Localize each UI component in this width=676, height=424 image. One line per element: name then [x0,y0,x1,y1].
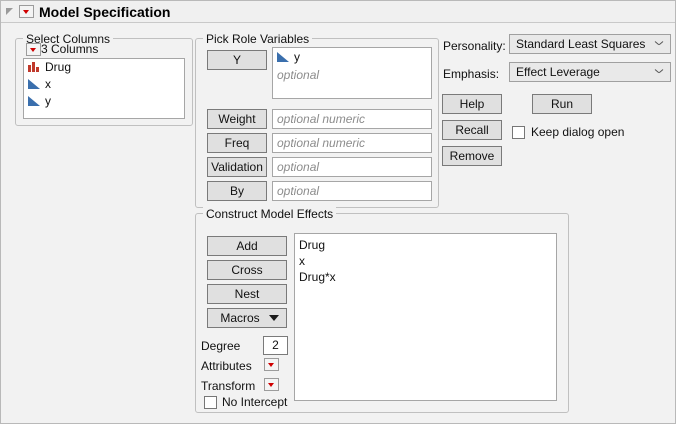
title-bar: Model Specification [1,1,675,23]
attributes-label: Attributes [201,359,252,373]
list-item[interactable]: Drug [24,59,184,76]
degree-input[interactable]: 2 [263,336,288,355]
weight-role-dropzone[interactable]: optional numeric [272,109,432,129]
remove-button[interactable]: Remove [442,146,502,166]
macros-button[interactable]: Macros [207,308,287,328]
validation-role-button[interactable]: Validation [207,157,267,177]
by-role-placeholder: optional [277,184,320,198]
freq-role-button[interactable]: Freq [207,133,267,153]
disclosure-triangle-icon[interactable] [4,6,16,18]
y-role-dropzone[interactable]: y optional [272,47,432,99]
recall-button[interactable]: Recall [442,120,502,140]
run-button[interactable]: Run [532,94,592,114]
continuous-triangle-icon [277,51,290,62]
keep-dialog-open-label: Keep dialog open [531,125,625,139]
personality-label: Personality: [443,39,506,53]
emphasis-value: Effect Leverage [516,65,600,79]
weight-role-placeholder: optional numeric [277,112,366,126]
model-effects-list[interactable]: Drug x Drug*x [294,233,557,401]
chevron-down-icon [655,41,663,47]
keep-dialog-open-checkbox[interactable] [512,126,525,139]
y-role-value: y [294,50,300,64]
personality-select[interactable]: Standard Least Squares [509,34,671,54]
attributes-dropdown-icon[interactable] [264,358,279,371]
add-effect-button[interactable]: Add [207,236,287,256]
degree-label: Degree [201,339,241,353]
no-intercept-label: No Intercept [222,395,288,409]
help-button[interactable]: Help [442,94,502,114]
list-item[interactable]: x [299,254,305,268]
y-role-value-row[interactable]: y [273,48,431,66]
no-intercept-checkbox[interactable] [204,396,217,409]
emphasis-select[interactable]: Effect Leverage [509,62,671,82]
cross-effect-button[interactable]: Cross [207,260,287,280]
transform-label: Transform [201,379,256,393]
columns-menu-dropdown-icon[interactable] [26,43,41,56]
by-role-dropzone[interactable]: optional [272,181,432,201]
freq-role-dropzone[interactable]: optional numeric [272,133,432,153]
continuous-triangle-icon [28,95,41,106]
list-item[interactable]: Drug [299,238,326,252]
weight-role-button[interactable]: Weight [207,109,267,129]
by-role-button[interactable]: By [207,181,267,201]
columns-count-label: 3 Columns [41,42,99,56]
column-name: y [45,94,51,108]
column-name: Drug [45,60,72,74]
list-item[interactable]: x [24,76,184,93]
y-role-placeholder: optional [277,68,320,82]
select-columns-legend: Select Columns [23,32,114,46]
emphasis-label: Emphasis: [443,67,500,81]
nest-effect-button[interactable]: Nest [207,284,287,304]
validation-role-dropzone[interactable]: optional [272,157,432,177]
red-dropdown-icon[interactable] [19,5,34,18]
column-name: x [45,77,51,91]
page-title: Model Specification [39,3,171,20]
continuous-triangle-icon [28,78,41,89]
list-item[interactable]: y [24,93,184,110]
pick-role-variables-legend: Pick Role Variables [203,32,313,46]
transform-dropdown-icon[interactable] [264,378,279,391]
select-columns-group: Select Columns [15,32,193,126]
select-columns-list[interactable]: Drug x y [23,58,185,119]
validation-role-placeholder: optional [277,160,320,174]
chevron-down-icon [655,69,663,75]
nominal-bar-icon [28,61,41,72]
construct-model-effects-legend: Construct Model Effects [203,207,337,221]
list-item[interactable]: Drug*x [299,270,336,284]
macros-chevron-down-icon[interactable] [269,315,279,321]
construct-model-effects-group: Construct Model Effects [195,207,569,413]
y-role-button[interactable]: Y [207,50,267,70]
personality-value: Standard Least Squares [516,37,646,51]
freq-role-placeholder: optional numeric [277,136,366,150]
